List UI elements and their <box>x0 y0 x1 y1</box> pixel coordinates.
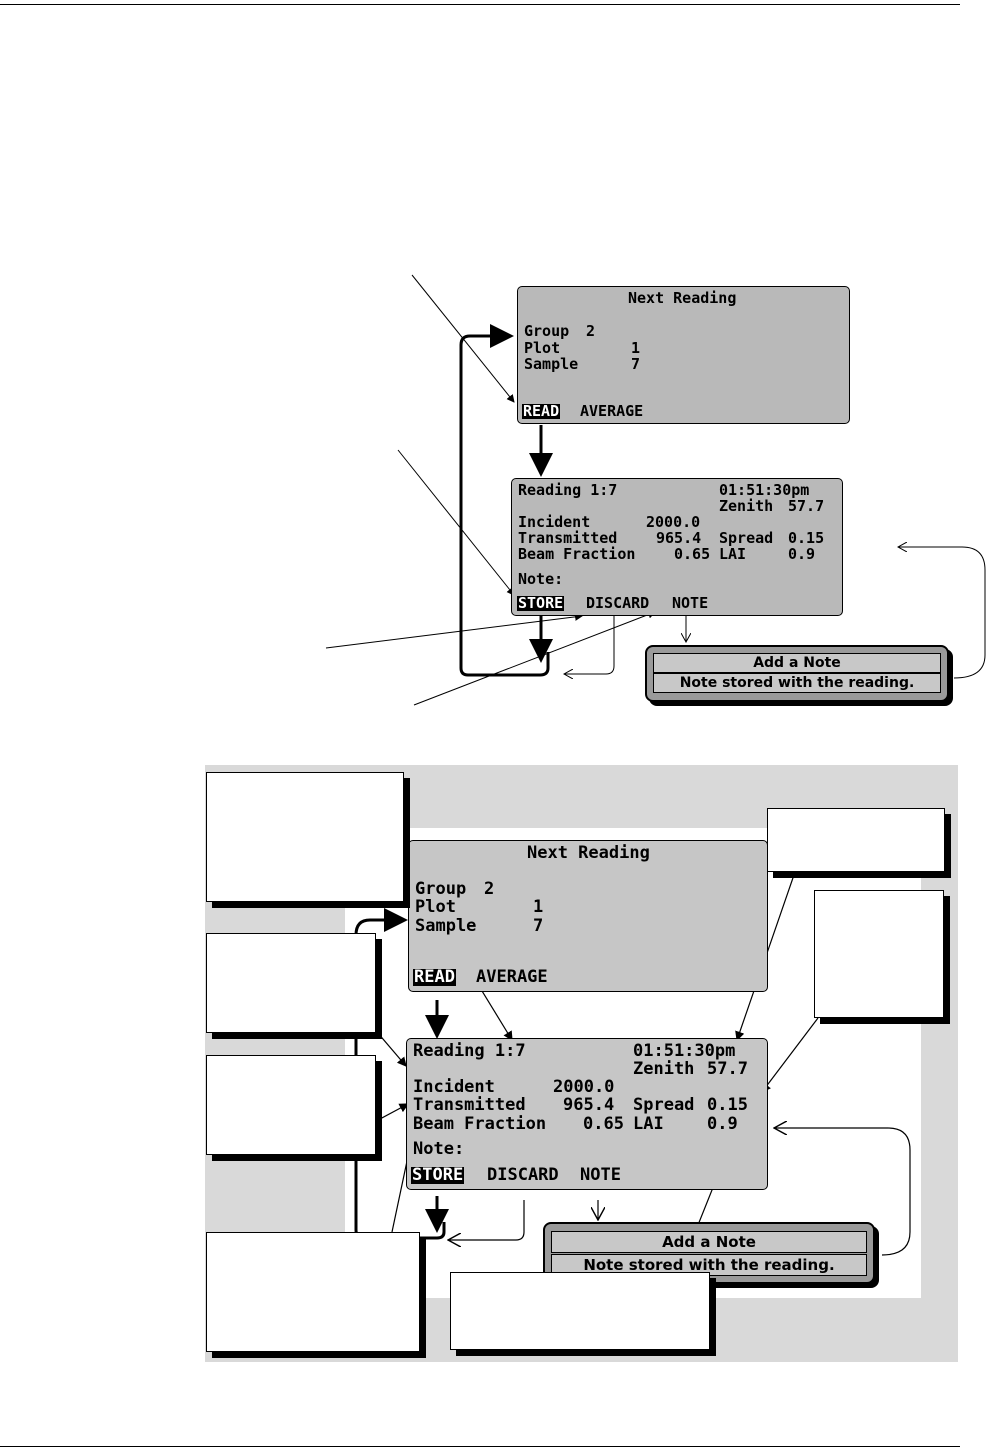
incident-label: Incident <box>413 1077 495 1097</box>
read-menu-item[interactable]: READ <box>522 402 561 420</box>
discard-menu-item[interactable]: DISCARD <box>487 1165 559 1185</box>
spread-value: 0.15 <box>788 529 825 547</box>
zenith-label: Zenith <box>633 1059 695 1079</box>
average-menu-item[interactable]: AVERAGE <box>580 402 644 420</box>
note-label: Note: <box>518 570 564 588</box>
note-menu-item[interactable]: NOTE <box>580 1165 621 1185</box>
reading-title: Reading 1:7 <box>518 481 618 499</box>
incident-value: 2000.0 <box>553 1077 615 1097</box>
spread-value: 0.15 <box>707 1095 748 1115</box>
bottom-rule <box>0 1446 960 1447</box>
group-value: 2 <box>484 879 495 899</box>
pointer-transmitted <box>377 1103 410 1121</box>
plot-value: 1 <box>631 339 641 357</box>
plot-label: Plot <box>524 339 561 357</box>
dialog-title: Add a Note <box>653 653 941 673</box>
upper-reading-screen: Reading 1:7 01:51:30pm Zenith 57.7 Incid… <box>511 478 843 616</box>
lai-label: LAI <box>633 1114 664 1134</box>
pointer-to-discard <box>325 612 583 649</box>
incident-value: 2000.0 <box>646 513 701 531</box>
screen-title: Next Reading <box>628 289 737 307</box>
beam-fraction-label: Beam Fraction <box>518 545 636 563</box>
upper-connector-lines <box>325 274 986 706</box>
group-label: Group <box>415 879 467 899</box>
zenith-value: 57.7 <box>788 497 825 515</box>
reading-title: Reading 1:7 <box>413 1041 526 1061</box>
lower-next-reading-screen: Next Reading Group 2 Plot 1 Sample 7 REA… <box>408 840 768 992</box>
lai-value: 0.9 <box>788 545 816 563</box>
beam-fraction-label: Beam Fraction <box>413 1114 547 1134</box>
sample-label: Sample <box>524 355 579 373</box>
lai-label: LAI <box>719 545 747 563</box>
screen-title: Next Reading <box>527 843 650 863</box>
callout-box-right-middle <box>814 890 944 1018</box>
dialog-message: Note stored with the reading. <box>653 673 941 693</box>
lower-reading-screen: Reading 1:7 01:51:30pm Zenith 57.7 Incid… <box>406 1038 768 1190</box>
store-menu-item[interactable]: STORE <box>411 1165 465 1185</box>
group-value: 2 <box>586 322 596 340</box>
plot-label: Plot <box>415 897 456 917</box>
transmitted-label: Transmitted <box>413 1095 526 1115</box>
average-menu-item[interactable]: AVERAGE <box>476 967 548 987</box>
note-menu-item[interactable]: NOTE <box>672 594 709 612</box>
reading-time: 01:51:30pm <box>719 481 810 499</box>
callout-box-bottom-center <box>450 1272 710 1350</box>
flow-store-loop <box>459 324 550 677</box>
sample-value: 7 <box>631 355 641 373</box>
dialog-message: Note stored with the reading. <box>551 1254 867 1276</box>
pointer-spread <box>761 1017 819 1093</box>
group-label: Group <box>524 322 570 340</box>
spread-label: Spread <box>719 529 774 547</box>
transmitted-value: 965.4 <box>563 1095 615 1115</box>
zenith-label: Zenith <box>719 497 774 515</box>
callout-box-left-upper <box>206 933 376 1033</box>
lower-flow-note-return <box>774 1128 911 1256</box>
zenith-value: 57.7 <box>707 1059 748 1079</box>
flow-note-return <box>898 547 986 679</box>
discard-menu-item[interactable]: DISCARD <box>586 594 650 612</box>
spread-label: Spread <box>633 1095 695 1115</box>
lower-flow-discard-return <box>448 1200 525 1240</box>
read-menu-item[interactable]: READ <box>413 967 456 987</box>
flow-discard-return <box>564 616 615 674</box>
callout-box-top-left <box>206 772 404 902</box>
beam-fraction-value: 0.65 <box>583 1114 624 1134</box>
callout-box-top-right <box>767 808 945 872</box>
store-menu-item[interactable]: STORE <box>517 594 565 612</box>
beam-fraction-value: 0.65 <box>674 545 711 563</box>
note-label: Note: <box>413 1139 465 1159</box>
upper-next-reading-screen: Next Reading Group 2 Plot 1 Sample 7 REA… <box>517 286 850 424</box>
top-rule <box>0 4 960 5</box>
transmitted-label: Transmitted <box>518 529 618 547</box>
incident-label: Incident <box>518 513 591 531</box>
plot-value: 1 <box>533 897 544 917</box>
upper-add-note-dialog: Add a Note Note stored with the reading. <box>645 645 949 702</box>
dialog-title: Add a Note <box>551 1231 867 1253</box>
lai-value: 0.9 <box>707 1114 738 1134</box>
callout-box-left-middle <box>206 1055 376 1155</box>
reading-time: 01:51:30pm <box>633 1041 736 1061</box>
sample-label: Sample <box>415 916 477 936</box>
transmitted-value: 965.4 <box>656 529 702 547</box>
pointer-to-store <box>397 449 515 596</box>
callout-box-left-lower <box>206 1232 420 1352</box>
sample-value: 7 <box>533 916 544 936</box>
